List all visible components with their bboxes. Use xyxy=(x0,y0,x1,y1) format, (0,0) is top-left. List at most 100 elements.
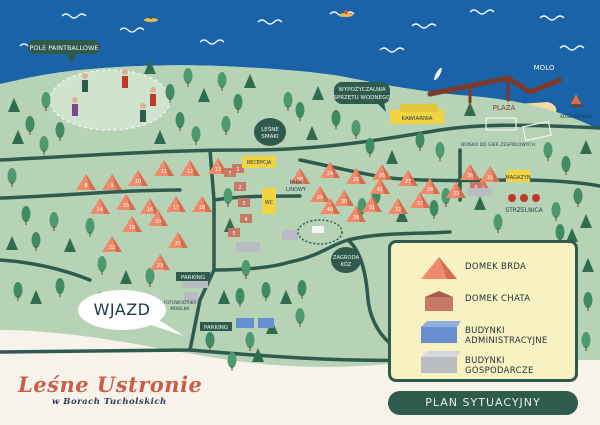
chata-cabin xyxy=(232,164,244,173)
brda-cabin-number: 15 xyxy=(123,203,129,209)
brda-cabin-number: 30 xyxy=(341,199,347,205)
tree xyxy=(39,136,49,152)
pine-tree xyxy=(64,238,76,252)
brda-cabin-shade xyxy=(126,194,136,210)
pine-tree xyxy=(386,150,398,164)
admin-building-icon xyxy=(421,321,461,343)
brda-cabin-shade xyxy=(456,182,466,198)
brda-cabin-number: 31 xyxy=(369,205,375,211)
label-molo: MOLO xyxy=(534,64,555,72)
label-kawiarnia: KAWIARNIA xyxy=(401,116,432,122)
tree xyxy=(295,308,305,324)
label-magazyn: MAGAZYN xyxy=(505,175,530,181)
pine-tree xyxy=(154,130,166,144)
title-sub: w Borach Tucholskich xyxy=(52,397,167,407)
admin-building xyxy=(236,318,254,328)
brda-cabin-shade xyxy=(164,160,174,176)
brda-cabin-shade xyxy=(112,174,122,190)
brda-cabin-number: 18 xyxy=(199,205,205,211)
tree xyxy=(555,224,565,240)
title-main: Leśne Ustronie xyxy=(18,372,203,397)
brda-cabin-shade xyxy=(320,186,330,202)
chata-cabin xyxy=(240,214,252,223)
tree xyxy=(581,332,591,348)
paintball-bubble: POLE PAINTBALLOWE xyxy=(28,40,100,64)
label-wypozyczalnia-2: SPRZĘTU WODNEGO xyxy=(333,95,391,101)
brda-cabin-shade xyxy=(300,168,310,184)
brda-cabin-number: 38 xyxy=(297,177,303,183)
pine-tree xyxy=(218,290,230,304)
label-park-linowy-1: PARK xyxy=(290,180,304,186)
tree xyxy=(175,112,185,128)
brda-cabin-number: 16 xyxy=(147,207,153,213)
brda-cabin-number: 20 xyxy=(155,219,161,225)
tree xyxy=(233,94,243,110)
brda-cabin-number: 33 xyxy=(453,191,459,197)
tree xyxy=(7,168,17,184)
label-recepcja: RECEPCJA xyxy=(247,160,272,166)
tree xyxy=(245,332,255,348)
brda-cabin-number: 28 xyxy=(427,187,433,193)
brda-cabin-number: 40 xyxy=(327,207,333,213)
chata-cabin xyxy=(224,168,236,177)
paintball-players xyxy=(72,69,156,122)
tree xyxy=(25,116,35,132)
plan-label: PLAN SYTUACYJNY xyxy=(388,391,578,415)
tree xyxy=(331,110,341,126)
brda-cabin-shade xyxy=(138,170,148,186)
tree xyxy=(283,92,293,108)
label-fotowoltaika-1: FOTOWOLTAIKA xyxy=(164,300,197,305)
brda-cabin-number: 9 xyxy=(110,183,113,189)
pine-tree xyxy=(580,214,592,228)
pine-tree xyxy=(12,130,24,144)
tree xyxy=(429,200,439,216)
legend-item-gosp: BUDYNKI GOSPODARCZE xyxy=(403,347,575,377)
label-koszykowka: KOSZYKÓWKA xyxy=(560,113,593,120)
pine-tree xyxy=(120,270,132,284)
brda-cabin-shade xyxy=(112,236,122,252)
label-parking-2: PARKING xyxy=(204,325,228,331)
entrance-bubble: WJAZD xyxy=(78,290,186,340)
brda-cabin-number: 36 xyxy=(467,173,473,179)
brda-cabin-number: 21 xyxy=(175,241,181,247)
chata-cabin-number: 4 xyxy=(244,217,247,223)
brda-cabin-shade xyxy=(344,190,354,206)
tree xyxy=(31,232,41,248)
brda-cabin-shade xyxy=(100,198,110,214)
brda-cabin-shade xyxy=(190,160,200,176)
brda-cabin-number: 25 xyxy=(353,177,359,183)
pine-tree xyxy=(474,196,486,210)
label-lesne-smaki-1: LEŚNE xyxy=(261,126,279,133)
pine-tree xyxy=(312,86,324,100)
chata-cabin-number: 2 xyxy=(238,185,241,191)
tree xyxy=(551,202,561,218)
brda-cabin-shade xyxy=(380,178,390,194)
lake xyxy=(0,0,600,130)
pine-tree xyxy=(396,208,408,222)
tree xyxy=(435,142,445,158)
brda-cabin-shade xyxy=(330,198,340,214)
pier xyxy=(427,75,563,104)
brda-cabin-number: 37 xyxy=(417,201,423,207)
tree xyxy=(41,92,51,108)
gosp-building xyxy=(182,278,208,288)
legend-label-gosp: BUDYNKI GOSPODARCZE xyxy=(465,356,534,376)
tree xyxy=(493,214,503,230)
chata-cabins: 1234567 xyxy=(224,164,482,237)
tree xyxy=(583,292,593,308)
legend-label-brda: DOMEK BRDA xyxy=(465,262,527,272)
kayak-icons xyxy=(144,10,442,81)
tree xyxy=(221,116,231,132)
chata-cabin-number: 5 xyxy=(232,231,235,237)
label-zagroda-1: ZAGRODA xyxy=(333,255,360,261)
pine-tree xyxy=(8,98,20,112)
pine-tree xyxy=(144,60,156,74)
brda-icon xyxy=(421,257,457,279)
brda-cabin-number: 29 xyxy=(317,195,323,201)
brda-cabin-number: 14 xyxy=(97,207,103,213)
trees xyxy=(6,60,594,371)
pine-tree xyxy=(566,228,578,242)
brda-cabin-number: 22 xyxy=(109,245,115,251)
